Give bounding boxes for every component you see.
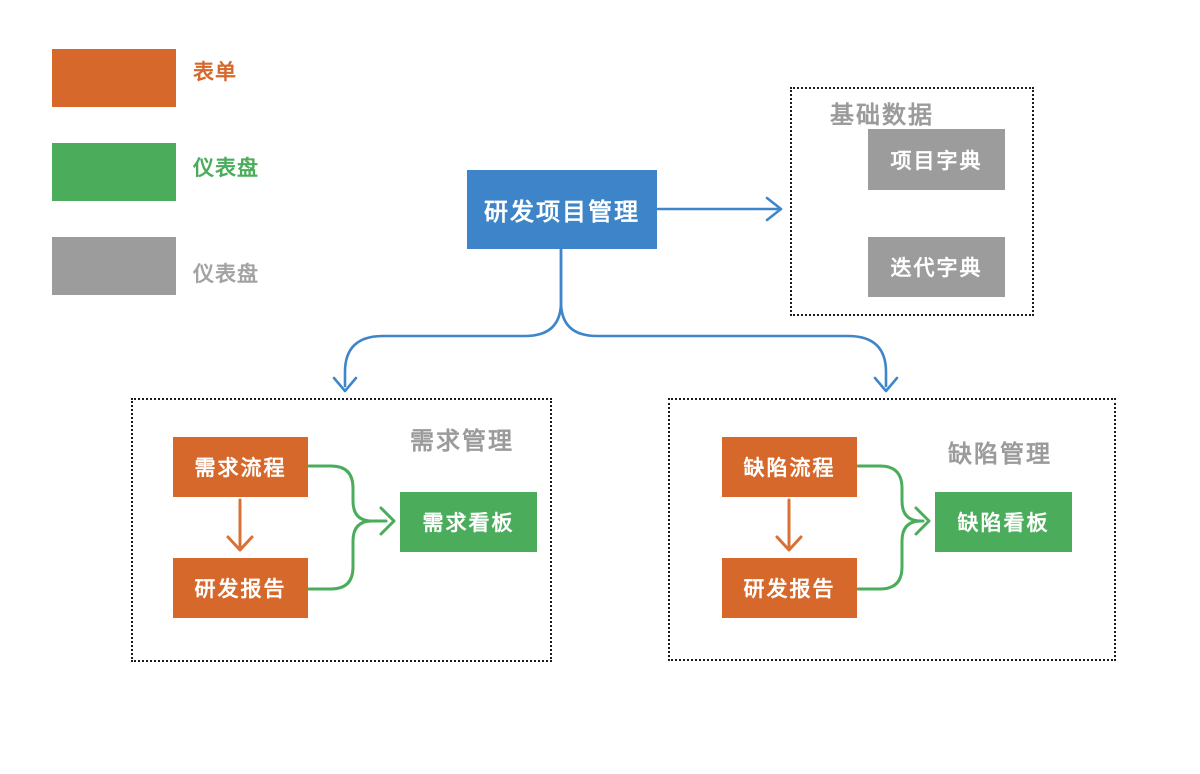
node-defect-flow: 缺陷流程 (722, 437, 857, 497)
node-defect-rd-report: 研发报告 (722, 558, 857, 618)
legend-label-form: 表单 (193, 61, 237, 84)
arrow-root-to-basic-data (656, 196, 783, 222)
group-defects (668, 398, 1116, 661)
legend-swatch-form (52, 49, 176, 107)
group-title-basic-data: 基础数据 (830, 102, 934, 129)
group-requirements (131, 398, 552, 662)
node-requirement-rd-report: 研发报告 (173, 558, 308, 618)
node-requirement-kanban: 需求看板 (400, 492, 537, 552)
group-title-requirements: 需求管理 (410, 428, 514, 455)
node-iteration-dictionary: 迭代字典 (868, 237, 1005, 297)
node-rd-project-management: 研发项目管理 (467, 170, 657, 249)
node-defect-kanban: 缺陷看板 (935, 492, 1072, 552)
node-requirement-flow: 需求流程 (173, 437, 308, 497)
arrow-root-to-requirements (332, 247, 563, 393)
group-title-defects: 缺陷管理 (948, 441, 1052, 468)
group-basic-data (790, 87, 1034, 316)
legend-swatch-dashboard (52, 143, 176, 201)
legend-label-dashboard-gray: 仪表盘 (193, 263, 259, 286)
legend-swatch-dashboard-gray (52, 237, 176, 295)
node-project-dictionary: 项目字典 (868, 129, 1005, 190)
legend-label-dashboard: 仪表盘 (193, 157, 259, 180)
